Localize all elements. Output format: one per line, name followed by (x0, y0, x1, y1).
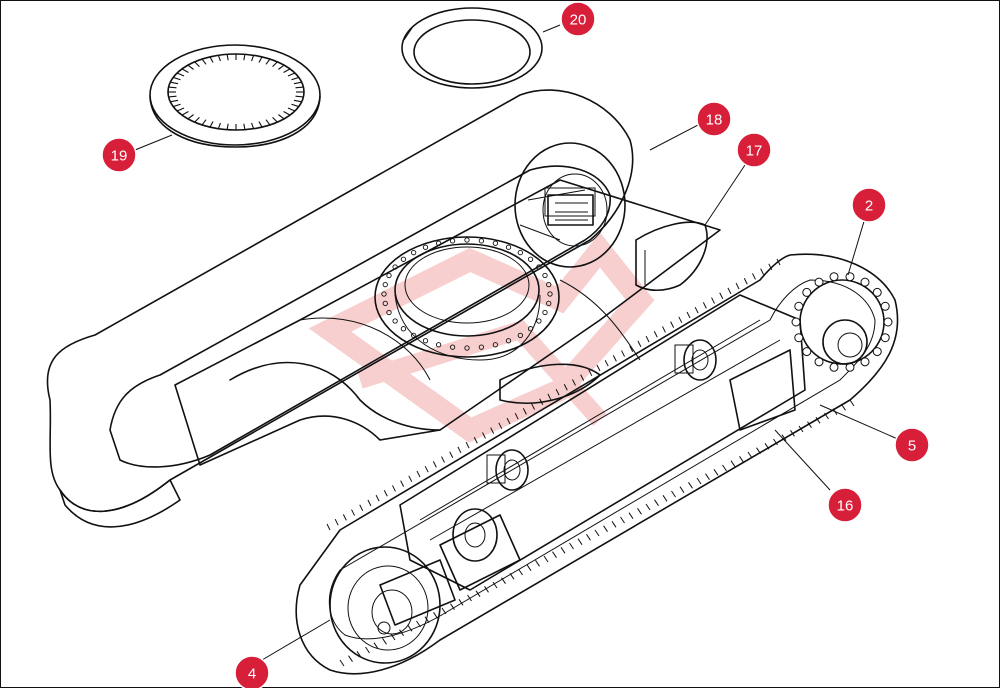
drive-sprocket (791, 272, 893, 372)
idler-roller (439, 508, 521, 591)
part-18-tension-unit (547, 194, 594, 226)
callout-19-label: 19 (111, 148, 128, 165)
callout-19-circle (101, 137, 137, 173)
slewing-ring-mount (374, 236, 560, 361)
callout-17-circle (736, 132, 772, 168)
callout-17[interactable]: 17 (736, 132, 772, 168)
front-track-assembly (295, 253, 899, 675)
carrier-roller-1 (674, 339, 717, 381)
callout-2-circle (851, 187, 887, 223)
callout-17-label: 17 (746, 143, 763, 160)
callout-16[interactable]: 16 (827, 487, 863, 523)
callout-2[interactable]: 2 (851, 187, 887, 223)
watermark-logo (308, 232, 655, 443)
callout-20-circle (560, 1, 596, 37)
callout-5[interactable]: 5 (894, 427, 930, 463)
callout-16-label: 16 (837, 498, 854, 515)
callout-18[interactable]: 18 (696, 101, 732, 137)
carrier-roller-2 (486, 449, 529, 491)
front-idler (329, 546, 456, 664)
callout-16-circle (827, 487, 863, 523)
callouts: 20 19 18 17 2 5 16 4 (101, 1, 930, 688)
callout-4[interactable]: 4 (234, 655, 270, 688)
callout-20-label: 20 (570, 12, 587, 29)
callout-18-label: 18 (706, 112, 723, 129)
callout-18-circle (696, 101, 732, 137)
part-19-slewing-bearing (149, 44, 321, 148)
callout-4-circle (234, 655, 270, 688)
part-17-cover-plate (635, 221, 708, 292)
part-20-ring (401, 7, 543, 89)
callout-5-circle (894, 427, 930, 463)
callout-19[interactable]: 19 (101, 137, 137, 173)
callout-5-label: 5 (908, 438, 916, 455)
callout-4-label: 4 (248, 666, 256, 683)
leader-lines (129, 24, 901, 661)
callout-2-label: 2 (865, 198, 873, 215)
callout-20[interactable]: 20 (560, 1, 596, 37)
